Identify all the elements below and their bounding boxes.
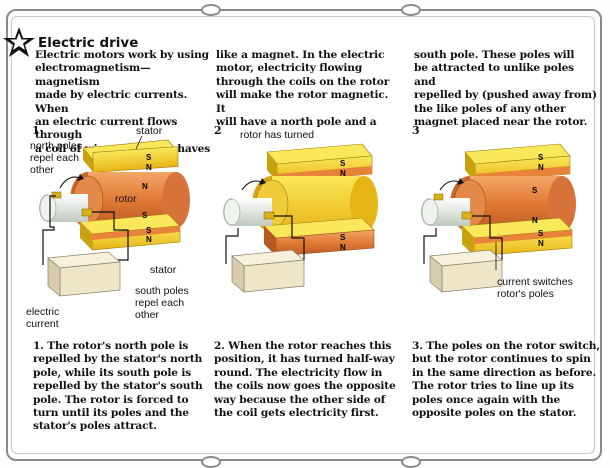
pole-letter-n: N	[146, 235, 152, 244]
pole-letter-s: S	[538, 153, 544, 162]
motor-diagram-2: S N S N	[223, 143, 378, 293]
pole-letter-n: N	[340, 243, 346, 252]
pole-letter-s: S	[532, 186, 538, 195]
pole-letter-s: S	[146, 153, 152, 162]
step-number-3: 3	[412, 124, 420, 137]
frame-knot	[401, 456, 421, 468]
pole-letter-n: N	[532, 216, 538, 225]
frame-knot	[401, 4, 421, 16]
frame-knot	[201, 4, 221, 16]
pole-letter-s: S	[142, 211, 148, 220]
label-stator-bottom: stator	[150, 264, 177, 276]
section-title: Electric drive	[38, 35, 139, 51]
label-rotor: rotor	[115, 193, 137, 205]
pole-letter-s: S	[146, 226, 152, 235]
motor-diagram-1: S N N S S N	[39, 139, 190, 297]
leader-line	[135, 136, 143, 150]
page-frame-inner	[11, 16, 595, 454]
frame-knot	[201, 456, 221, 468]
star-icon	[3, 27, 35, 57]
pole-letter-n: N	[538, 163, 544, 172]
pole-letter-s: S	[340, 233, 346, 242]
step-number-2: 2	[214, 124, 222, 137]
pole-letter-n: N	[142, 182, 148, 191]
step-number-1: 1	[32, 124, 40, 137]
label-rotor-has-turned: rotor has turned	[240, 129, 315, 141]
pole-letter-n: N	[146, 163, 152, 172]
pole-letter-n: N	[538, 239, 544, 248]
label-stator-top: stator	[136, 125, 163, 137]
caption-step-3: 3. The poles on the rotor switch,but the…	[412, 340, 600, 420]
motor-diagram-3: S N S N S N	[421, 143, 576, 293]
pole-letter-s: S	[340, 159, 346, 168]
pole-letter-n: N	[340, 169, 346, 178]
pole-letter-s: S	[538, 229, 544, 238]
